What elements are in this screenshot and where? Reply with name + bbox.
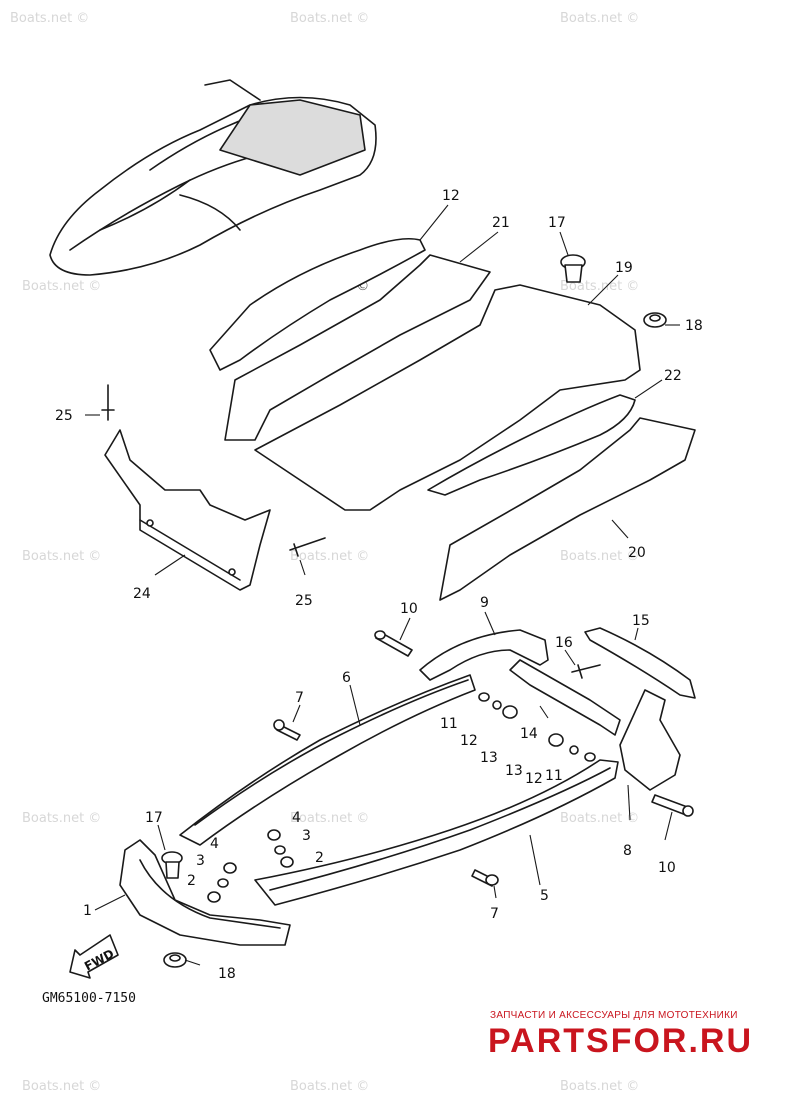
- rivet-25: [101, 384, 115, 421]
- callout-2: 2: [315, 850, 324, 866]
- watermark: Boats.net ©: [22, 549, 101, 564]
- fwd-arrow-icon: FWD: [69, 934, 119, 979]
- callout-2: 2: [187, 873, 196, 889]
- brand-logo[interactable]: PARTSFOR.RU: [488, 1022, 754, 1060]
- callout-9: 9: [480, 595, 489, 611]
- nut-18: [163, 952, 187, 968]
- bumper-8: [619, 689, 681, 791]
- watermark: Boats.net ©: [290, 1079, 369, 1094]
- bolt-7: [471, 869, 499, 887]
- callout-3: 3: [196, 853, 205, 869]
- watermark: Boats.net ©: [560, 11, 639, 26]
- watermark: Boats.net ©: [22, 811, 101, 826]
- watermark: Boats.net ©: [560, 811, 639, 826]
- callout-13: 13: [480, 750, 498, 766]
- callout-8: 8: [623, 843, 632, 859]
- callout-13: 13: [505, 763, 523, 779]
- plate-14: [509, 659, 621, 736]
- hull-pad-22: [427, 394, 636, 496]
- callout-10: 10: [658, 860, 676, 876]
- callout-25: 25: [295, 593, 313, 609]
- rivet-16: [571, 664, 601, 679]
- watermark: Boats.net ©: [560, 549, 639, 564]
- callout-12: 12: [525, 771, 543, 787]
- washers: [207, 692, 596, 903]
- rivet-25: [289, 537, 326, 557]
- watermark: Boats.net ©: [10, 11, 89, 26]
- callout-16: 16: [555, 635, 573, 651]
- callout-14: 14: [520, 726, 538, 742]
- callout-4: 4: [210, 836, 219, 852]
- callout-6: 6: [342, 670, 351, 686]
- callout-11: 11: [545, 768, 563, 784]
- plate-9: [419, 629, 549, 681]
- watermarks: Boats.net © Boats.net © Boats.net © Boat…: [10, 11, 639, 1094]
- callouts: 12 19 21 17 19 18 22 20 25 24 25 10 9 15…: [55, 188, 703, 982]
- callout-4: 4: [292, 810, 301, 826]
- callout-1: 1: [83, 903, 92, 919]
- callout-11: 11: [440, 716, 458, 732]
- watermark: Boats.net ©: [560, 1079, 639, 1094]
- watermark: Boats.net ©: [290, 811, 369, 826]
- jet-ski-overview: [49, 79, 377, 276]
- callout-18: 18: [218, 966, 236, 982]
- strip-15: [584, 627, 696, 699]
- bracket-24: [104, 429, 271, 591]
- brand-tagline: ЗАПЧАСТИ И АКСЕССУАРЫ ДЛЯ МОТОТЕХНИКИ: [490, 1010, 738, 1021]
- callout-22: 22: [664, 368, 682, 384]
- callout-7: 7: [295, 690, 304, 706]
- bumper-1: [119, 839, 291, 946]
- rail-6: [179, 674, 476, 846]
- callout-19: 19: [615, 260, 633, 276]
- callout-17: 17: [548, 215, 566, 231]
- hull-pad-23: [209, 237, 426, 371]
- watermark: Boats.net ©: [290, 11, 369, 26]
- mat-20: [439, 417, 696, 601]
- callout-20: 20: [628, 545, 646, 561]
- callout-25: 25: [55, 408, 73, 424]
- callout-3: 3: [302, 828, 311, 844]
- leader-lines: [85, 204, 680, 966]
- bolt-10: [651, 794, 694, 817]
- callout-12: 12: [460, 733, 478, 749]
- callout-10: 10: [400, 601, 418, 617]
- mat-19: [254, 284, 641, 511]
- mat-21: [224, 254, 491, 441]
- callout-23: 12: [442, 188, 460, 204]
- callout-15: 15: [632, 613, 650, 629]
- watermark: Boats.net ©: [290, 549, 369, 564]
- callout-17: 17: [145, 810, 163, 826]
- nut-18: [643, 312, 667, 328]
- bolt-7: [273, 719, 301, 741]
- plug-17: [560, 254, 586, 283]
- plug-17: [161, 851, 183, 879]
- watermark: Boats.net ©: [22, 1079, 101, 1094]
- bolt-10: [374, 630, 413, 657]
- diagram-code: GM65100-7150: [42, 991, 136, 1006]
- watermark: Boats.net ©: [22, 279, 101, 294]
- callout-24: 24: [133, 586, 151, 602]
- callout-7: 7: [490, 906, 499, 922]
- callout-21: 21: [492, 215, 510, 231]
- callout-18: 18: [685, 318, 703, 334]
- callout-5: 5: [540, 888, 549, 904]
